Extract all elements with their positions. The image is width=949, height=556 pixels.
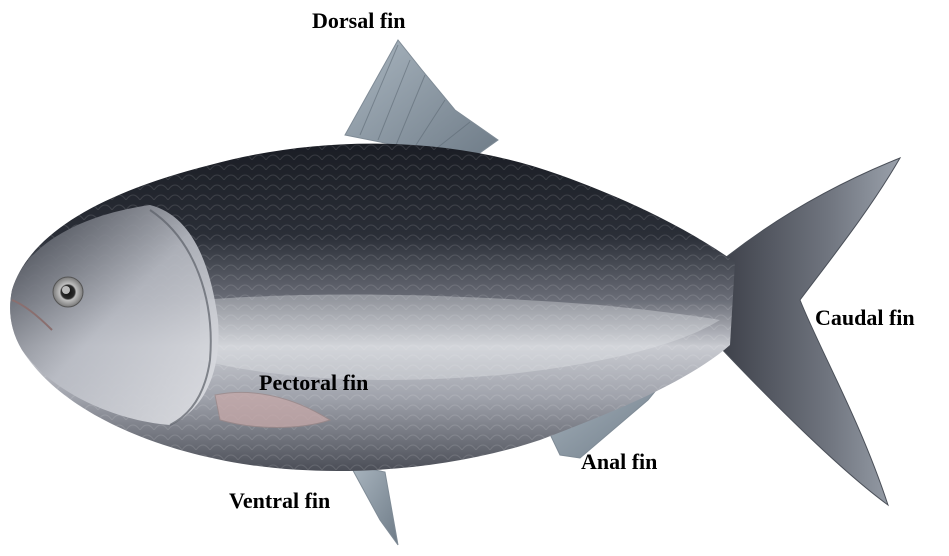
fish-head bbox=[10, 205, 218, 425]
ventral-fin-label: Ventral fin bbox=[229, 490, 330, 512]
caudal-fin-label: Caudal fin bbox=[815, 307, 915, 329]
pectoral-fin-label: Pectoral fin bbox=[259, 372, 368, 394]
dorsal-fin-label: Dorsal fin bbox=[312, 10, 406, 32]
dorsal-fin-shape bbox=[345, 40, 498, 160]
anal-fin-label: Anal fin bbox=[581, 451, 657, 473]
ventral-fin-shape bbox=[350, 465, 398, 545]
caudal-fin-shape bbox=[718, 158, 900, 505]
